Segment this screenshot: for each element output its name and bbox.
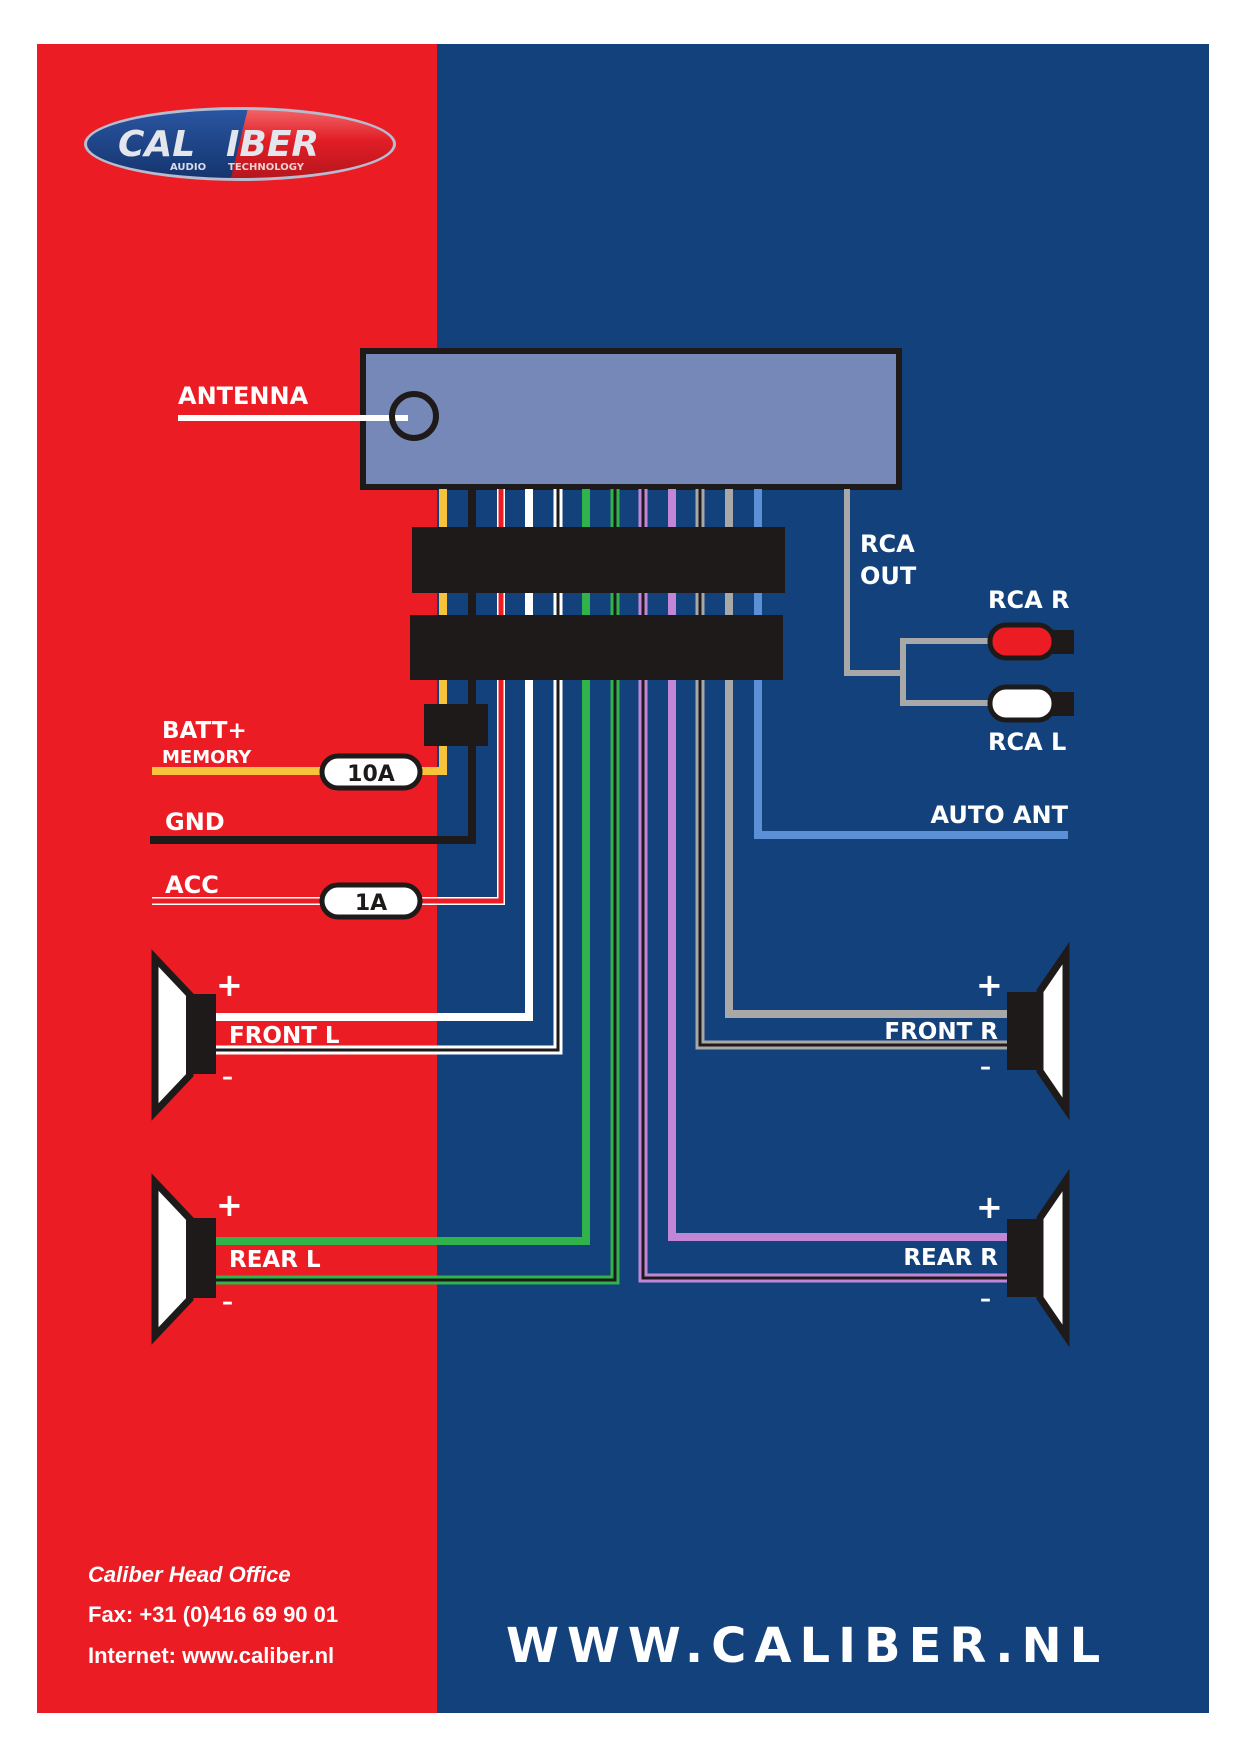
speaker-rear-right-icon (1007, 1168, 1070, 1348)
fuse-10a-label: 10A (347, 762, 395, 787)
rear-l-plus-sign: + (216, 1186, 243, 1224)
caliber-logo: CAL IBER AUDIO TECHNOLOGY (84, 107, 396, 181)
antenna-socket-icon (389, 391, 439, 441)
footer-fax: Fax: +31 (0)416 69 90 01 (88, 1602, 338, 1627)
fuse-1a-label: 1A (355, 891, 387, 916)
antenna-label: ANTENNA (178, 382, 309, 410)
logo-tagline-technology: TECHNOLOGY (228, 162, 305, 173)
rear-r-label: REAR R (903, 1245, 998, 1271)
footer-internet: Internet: www.caliber.nl (88, 1643, 334, 1668)
logo-brand-cal: CAL (118, 124, 195, 165)
front-r-label: FRONT R (884, 1019, 998, 1045)
gnd-label: GND (165, 808, 225, 836)
rca-r-label: RCA R (988, 586, 1070, 614)
speaker-rear-left-icon (151, 1173, 216, 1345)
memory-label: MEMORY (162, 747, 252, 768)
fuse-1a: 1A (319, 882, 423, 920)
speaker-front-right-icon (1007, 941, 1070, 1121)
rca-out-group: RCA OUT RCA R RCA L (844, 489, 1074, 756)
wire-rear-right-minus-stripe (641, 489, 1008, 1280)
front-r-plus-sign: + (976, 966, 1003, 1004)
left-red-panel (37, 44, 437, 1713)
wire-rear-right-plus (668, 489, 1008, 1241)
head-unit (360, 348, 902, 490)
auto-ant-label: AUTO ANT (931, 801, 1069, 829)
footer-office: Caliber Head Office (88, 1562, 291, 1587)
rear-r-minus-sign: – (980, 1287, 991, 1312)
rca-l-label: RCA L (988, 728, 1066, 756)
wire-ground (150, 489, 476, 844)
acc-label: ACC (165, 871, 219, 899)
logo-brand-iber: IBER (226, 124, 319, 165)
rca-l-plug-icon (987, 684, 1057, 723)
rca-out-label-line1: RCA (860, 530, 915, 558)
rear-l-label: REAR L (229, 1247, 321, 1273)
rear-r-plus-sign: + (976, 1188, 1003, 1226)
wire-auto-antenna (754, 489, 1068, 839)
front-l-plus-sign: + (216, 966, 243, 1004)
batt-label: BATT+ (162, 718, 247, 744)
wire-rear-left-plus (214, 489, 590, 1245)
front-l-minus-sign: – (222, 1065, 233, 1090)
connector-block-upper (412, 527, 785, 593)
front-r-minus-sign: – (980, 1055, 991, 1080)
speaker-front-left-icon (151, 949, 216, 1121)
rear-l-minus-sign: – (222, 1290, 233, 1315)
wire-rear-left-minus-stripe (214, 489, 617, 1282)
rca-out-label-line2: OUT (860, 562, 917, 590)
connector-block-lower (410, 615, 783, 680)
footer-website[interactable]: WWW.CALIBER.NL (506, 1618, 1108, 1674)
rca-r-plug-icon (987, 622, 1057, 661)
right-blue-panel (437, 44, 1209, 1713)
fuse-holder-block (424, 704, 488, 746)
front-l-label: FRONT L (229, 1023, 340, 1049)
fuse-10a: 10A (319, 753, 423, 791)
logo-tagline-audio: AUDIO (170, 162, 206, 173)
